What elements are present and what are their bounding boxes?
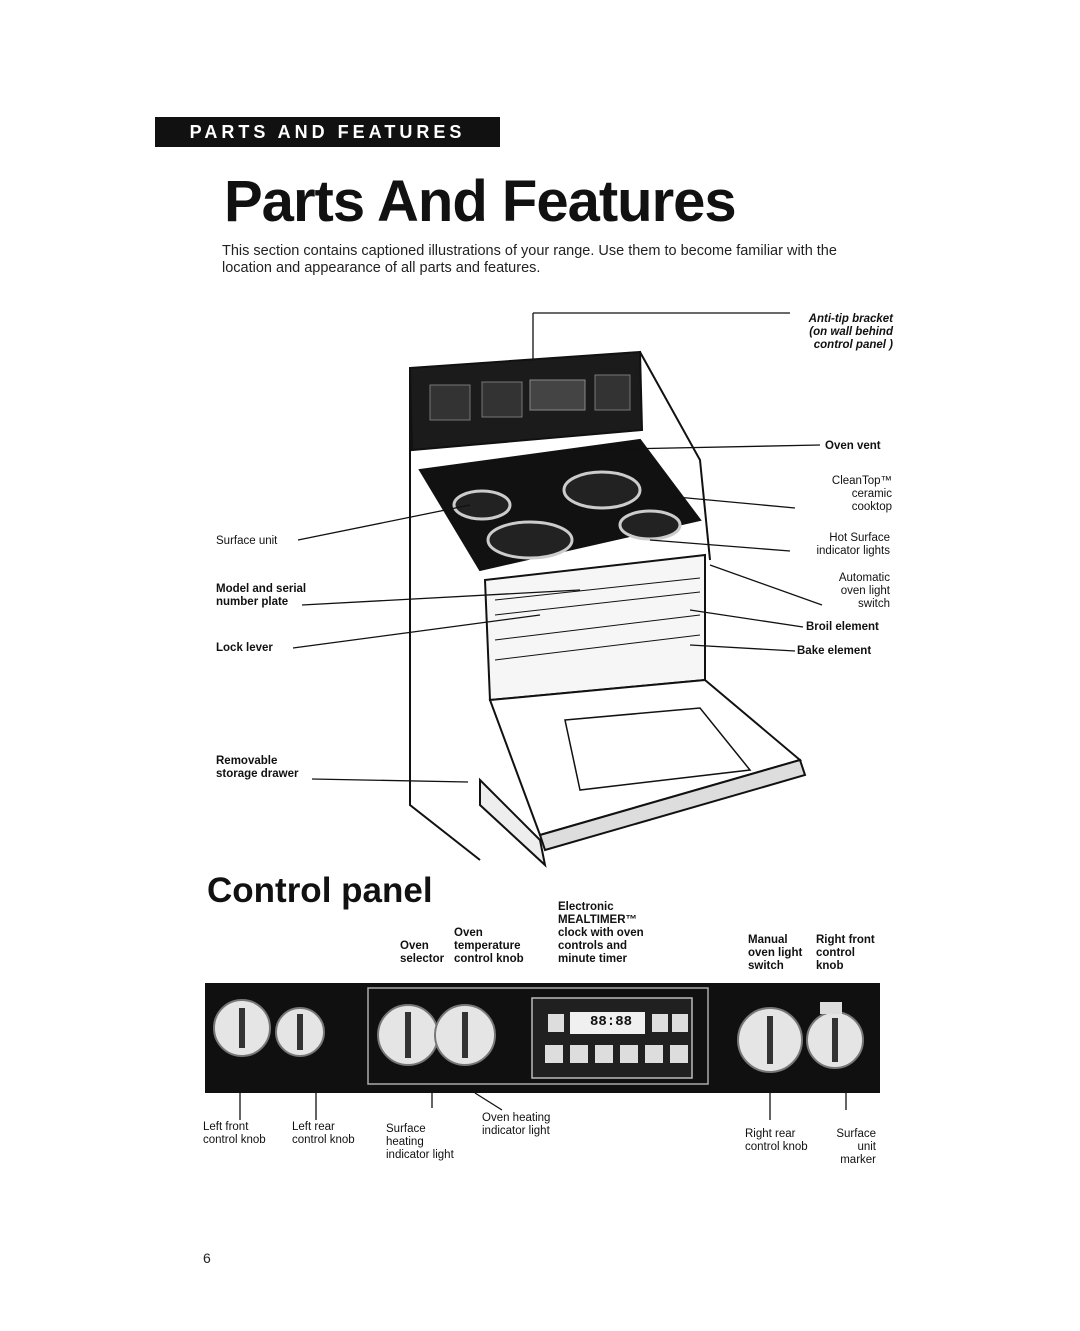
- label-broil-element: Broil element: [806, 621, 879, 633]
- label-bake-element: Bake element: [797, 645, 872, 657]
- section-banner: PARTS AND FEATURES: [155, 117, 500, 147]
- label-lock-lever: Lock lever: [216, 642, 273, 654]
- intro-paragraph: This section contains captioned illustra…: [222, 243, 837, 276]
- label-oven-vent: Oven vent: [825, 440, 881, 452]
- clock-display: 88:88: [590, 1014, 633, 1030]
- label-surface-unit: Surface unit: [216, 535, 278, 547]
- control-panel-title: Control panel: [207, 871, 433, 910]
- page-title: Parts And Features: [224, 169, 737, 234]
- page-number: 6: [203, 1250, 211, 1266]
